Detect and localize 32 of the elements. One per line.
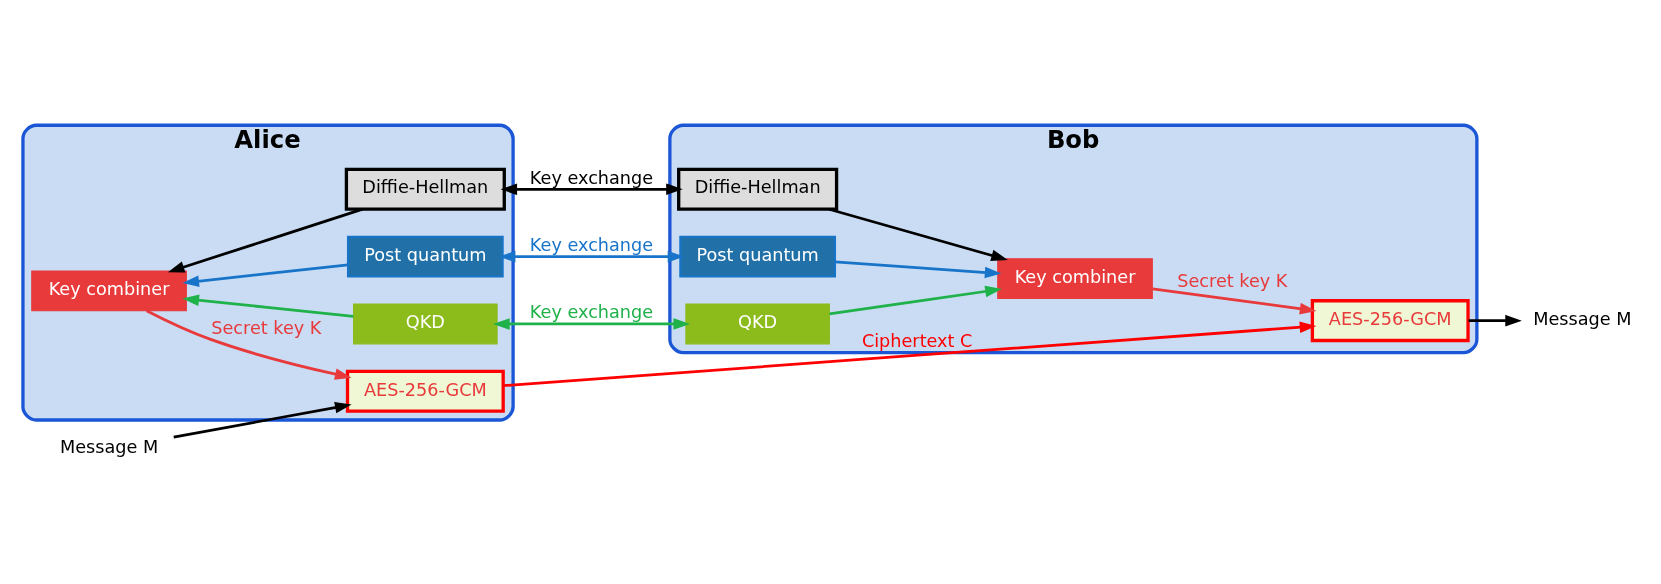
arrow [182,293,354,318]
arrow [173,401,352,438]
node-box: AES-256-GCM [1310,298,1470,342]
node-box: QKD [685,303,830,344]
node-text: Message M [1533,308,1632,329]
node-box: QKD [353,303,498,344]
arrow [182,263,349,287]
arrow [1152,287,1317,314]
node-text: Message M [59,436,159,457]
node-box: Post quantum [346,235,504,278]
edge-label: Secret key K [1177,270,1288,291]
edge-label: Key exchange [529,301,654,322]
node-box: Diffie-Hellman [344,167,506,211]
arrow [829,285,1002,315]
arrow [498,250,685,262]
node-box: Key combiner [31,269,187,311]
edge-label: Key exchange [529,234,654,255]
arrow [834,260,1002,278]
edge-label: Secret key K [211,317,322,338]
node-box: Diffie-Hellman [677,167,839,211]
edge-label: Key exchange [529,167,654,188]
arrow [493,317,690,330]
arrow [503,320,1317,387]
arrow [828,207,1008,261]
arrow [500,182,683,195]
arrow [145,309,352,380]
node-box: Post quantum [679,235,837,278]
arrow [1468,314,1522,326]
arrow [167,207,364,273]
node-box: Key combiner [997,257,1153,299]
node-box: AES-256-GCM [345,369,505,413]
edge-label: Ciphertext C [861,330,973,351]
